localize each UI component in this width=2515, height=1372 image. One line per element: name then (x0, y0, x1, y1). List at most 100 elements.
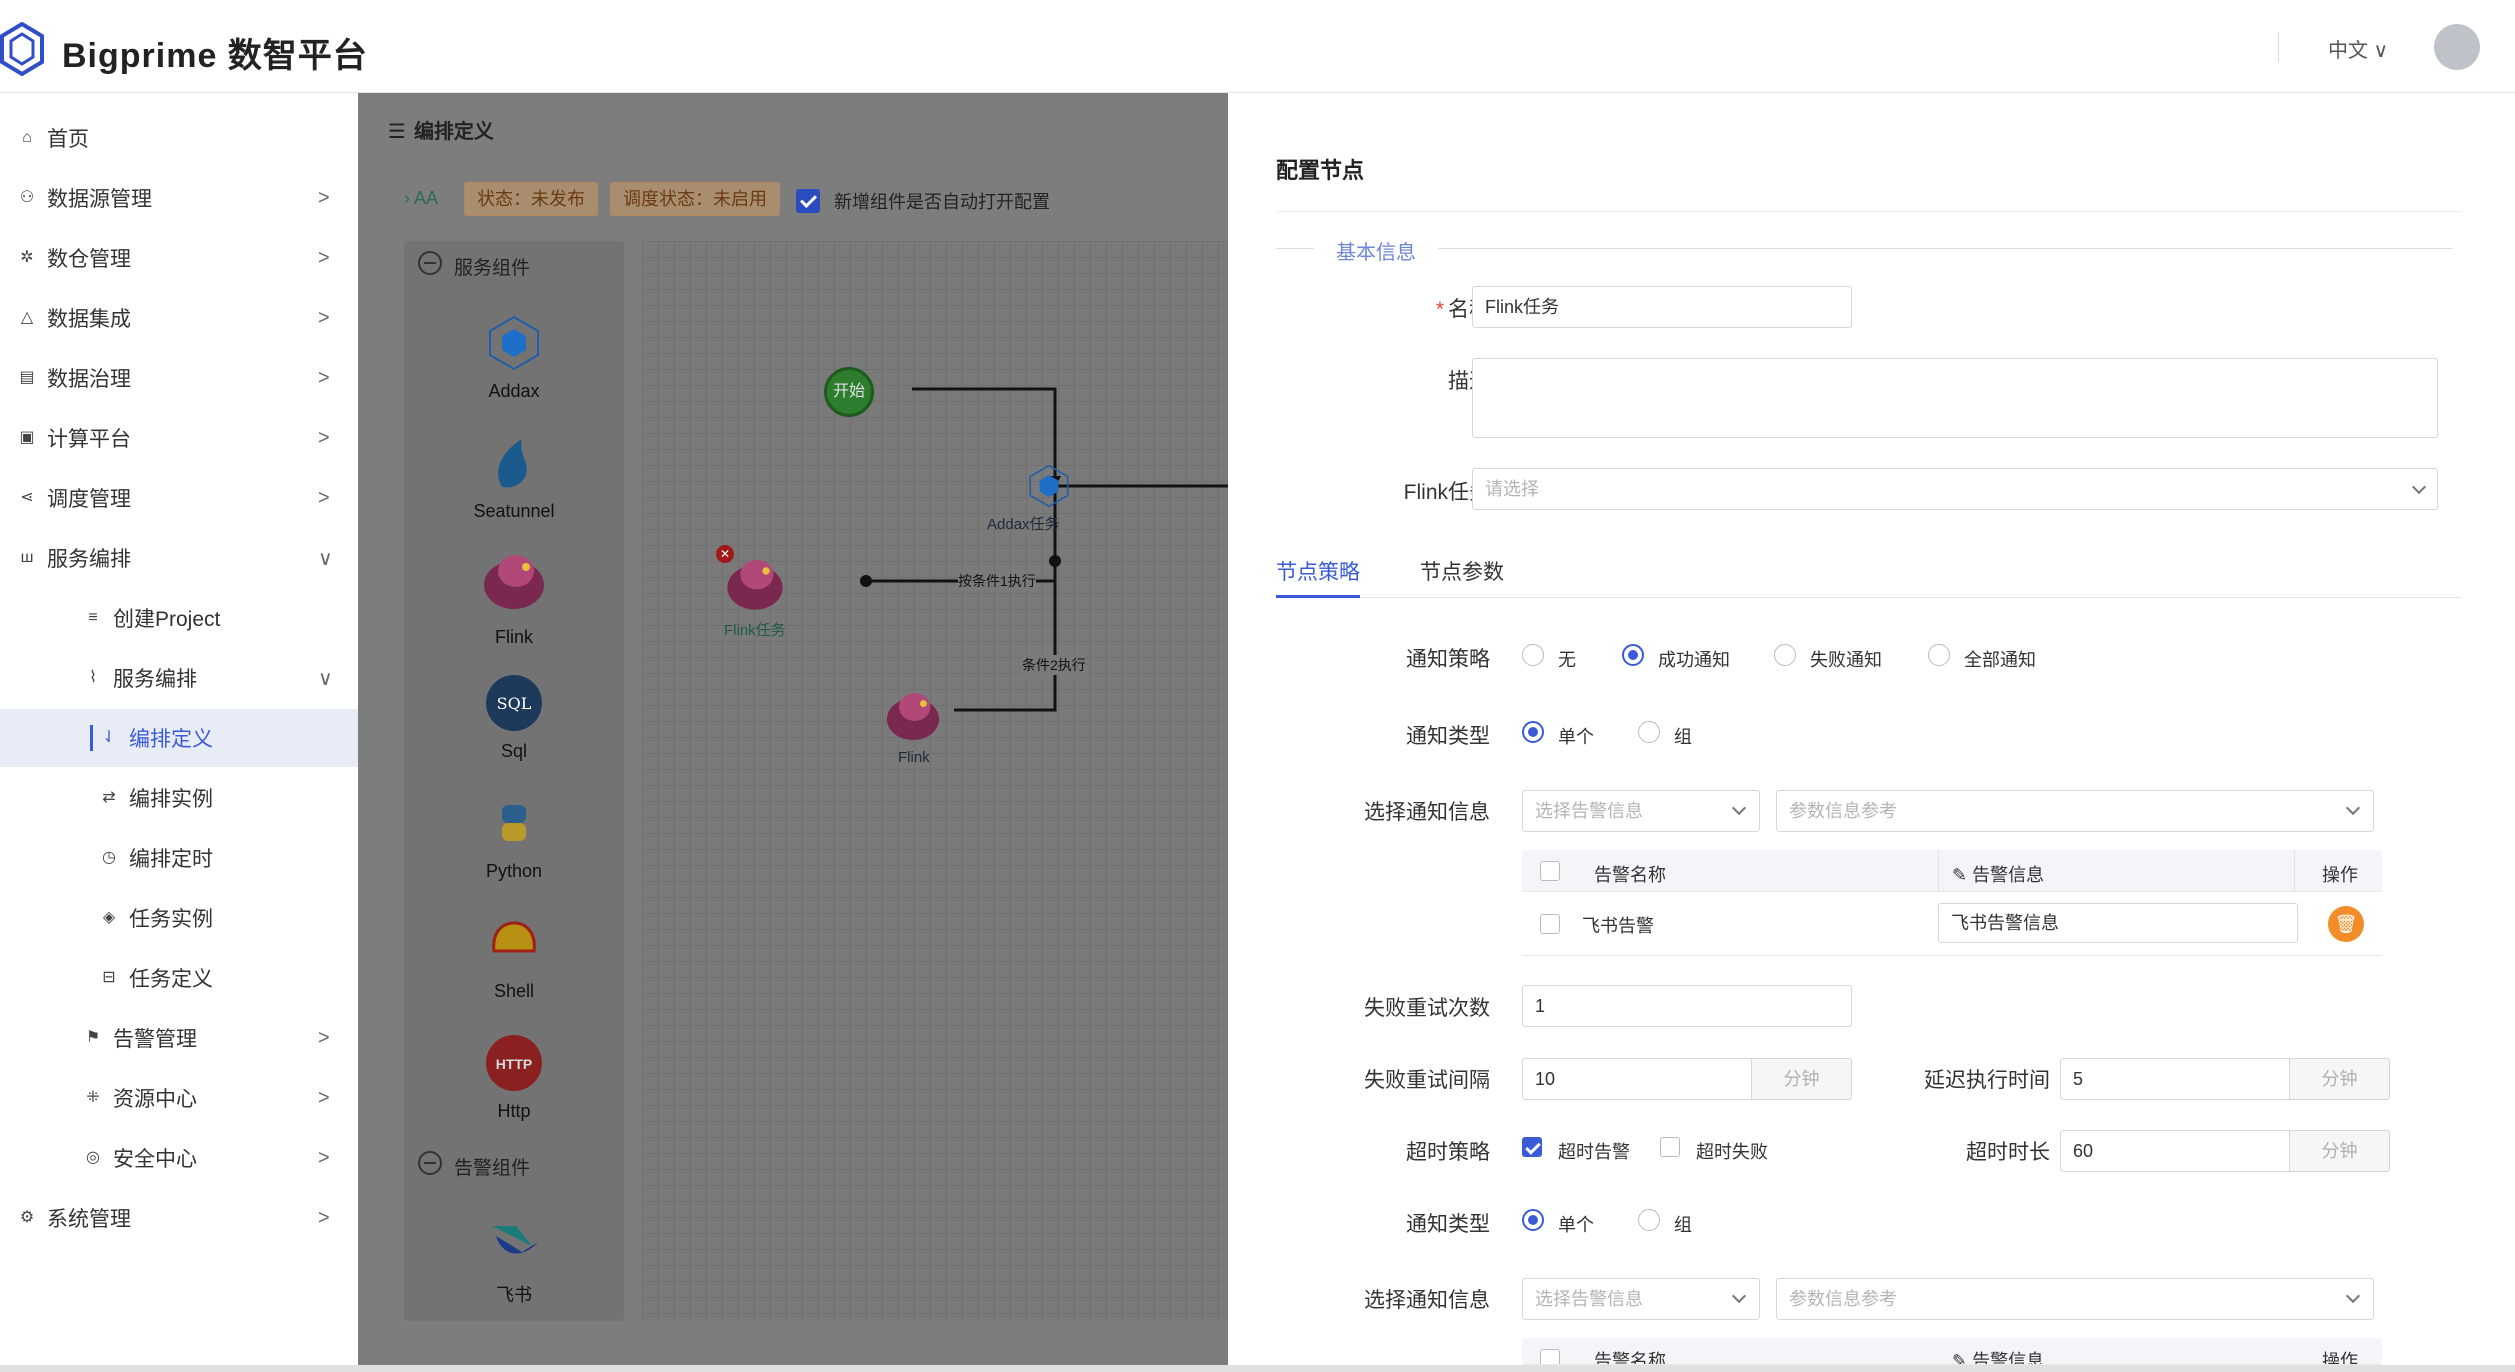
sidebar-subitem-security-center[interactable]: ◎ 安全中心 > (0, 1129, 358, 1187)
timeout-alert-checkbox[interactable] (1522, 1137, 1542, 1157)
retry-interval-input[interactable]: 10 (1522, 1058, 1752, 1100)
sidebar-subitem-create-project[interactable]: ≡ 创建Project (0, 589, 358, 647)
sidebar-subitem-orchestration-instance[interactable]: ⇄ 编排实例 (0, 769, 358, 827)
flink-node-icon[interactable] (880, 681, 946, 747)
line-chart-icon: ⌇ (89, 669, 97, 686)
tab-node-params[interactable]: 节点参数 (1420, 561, 1504, 584)
feishu-icon[interactable] (482, 1206, 546, 1270)
notify-policy-failure-radio[interactable] (1774, 644, 1796, 666)
section-basic-info: 基本信息 (1336, 242, 1416, 264)
active-indicator (90, 725, 93, 751)
sidebar-item-governance[interactable]: ▤ 数据治理 > (19, 366, 330, 392)
compute-icon: ▣ (19, 429, 35, 446)
notify-type-single-radio[interactable] (1522, 721, 1544, 743)
retry-count-input[interactable]: 1 (1522, 985, 1852, 1027)
app-title: Bigprime 数智平台 (62, 37, 368, 75)
sidebar-subitem-task-definition[interactable]: ⊟ 任务定义 (0, 949, 358, 1007)
description-textarea[interactable] (1472, 358, 2438, 438)
name-input[interactable]: Flink任务 (1472, 286, 1852, 328)
timeout-duration-input[interactable]: 60 (2060, 1130, 2290, 1172)
python-icon[interactable] (482, 791, 546, 855)
component-flink[interactable]: Flink (494, 627, 533, 647)
addax-icon[interactable] (482, 311, 546, 375)
notify-policy-none-radio[interactable] (1522, 644, 1544, 666)
trash-icon[interactable]: 🗑 (2328, 906, 2364, 942)
collapse-icon[interactable] (418, 251, 442, 275)
select-all-checkbox[interactable] (1540, 1349, 1560, 1364)
component-sql[interactable]: Sql (500, 741, 527, 761)
notify-policy-all-radio[interactable] (1928, 644, 1950, 666)
column-alert-info: ✎ 告警信息 (1952, 1347, 2044, 1364)
auto-open-config-label: 新增组件是否自动打开配置 (834, 192, 1050, 212)
component-http[interactable]: Http (497, 1101, 531, 1121)
alert-info-select-2[interactable]: 选择告警信息 (1522, 1278, 1760, 1320)
active-tab-indicator (1276, 595, 1360, 598)
notify-policy-none-label: 无 (1558, 650, 1576, 670)
sql-icon[interactable]: SQL (482, 671, 546, 735)
sidebar-subitem-orchestration-timer[interactable]: ◷ 编排定时 (0, 829, 358, 887)
sidebar-item-warehouse[interactable]: ✲ 数仓管理 > (0, 229, 358, 287)
sidebar-item-home[interactable]: ⌂ 首页 (0, 109, 358, 167)
tab-node-policy[interactable]: 节点策略 (1276, 561, 1360, 584)
seatunnel-icon[interactable] (482, 431, 546, 495)
chevron-right-icon: > (318, 1146, 330, 1169)
timeout-duration-label: 超时时长 (1966, 1141, 2050, 1164)
select-all-checkbox[interactable] (1540, 861, 1560, 881)
addax-node-icon[interactable] (1024, 461, 1074, 511)
component-palette: 服务组件 Addax Seatunnel Flink SQL Sql Pytho… (404, 241, 624, 1321)
sidebar-item-datasource[interactable]: ⚇ 数据源管理 > (19, 186, 330, 212)
component-feishu[interactable]: 飞书 (496, 1285, 532, 1305)
sidebar-item-schedule[interactable]: ⋖ 调度管理 > (0, 469, 358, 527)
column-divider (1938, 850, 1939, 892)
user-avatar[interactable] (2434, 24, 2480, 70)
notify-type-2-single-radio[interactable] (1522, 1209, 1544, 1231)
sidebar-subitem-orchestration-definition[interactable]: ⇃ 编排定义 (0, 709, 358, 767)
component-python[interactable]: Python (485, 861, 543, 881)
chevron-right-icon: > (318, 246, 330, 269)
flink-task-select[interactable]: 请选择 (1472, 468, 2438, 510)
sidebar-subitem-task-instance[interactable]: ◈ 任务实例 (0, 889, 358, 947)
flow-canvas[interactable]: 开始 Addax任务 按条件1执行 条件2执行 ✕ Flink任务 Flink (642, 241, 1228, 1321)
timeout-fail-checkbox[interactable] (1660, 1137, 1680, 1157)
chevron-down-icon: ∨ (318, 547, 333, 570)
notify-policy-all-label: 全部通知 (1964, 650, 2036, 670)
auto-open-config-checkbox[interactable] (796, 189, 820, 213)
notify-type-group-radio[interactable] (1638, 721, 1660, 743)
sidebar-subitem-resource-center[interactable]: ⁜ 资源中心 > (0, 1069, 358, 1127)
menu-icon: ☰ (388, 121, 406, 143)
notify-policy-success-radio[interactable] (1622, 644, 1644, 666)
delay-time-input[interactable]: 5 (2060, 1058, 2290, 1100)
tabs-divider (1276, 597, 2461, 598)
notify-type-2-label: 通知类型 (1406, 1213, 1490, 1236)
alert-info-select[interactable]: 选择告警信息 (1522, 790, 1760, 832)
sidebar-item-compute[interactable]: ▣ 计算平台 > (19, 426, 330, 452)
sidebar-item-integration[interactable]: △ 数据集成 > (0, 289, 358, 347)
sidebar-subitem-alert-management[interactable]: ⚑ 告警管理 > (85, 1026, 330, 1052)
start-node[interactable]: 开始 (824, 367, 874, 417)
component-addax[interactable]: Addax (488, 381, 540, 401)
alert-table-header: 告警名称 ✎ 告警信息 操作 (1522, 850, 2382, 892)
notify-type-2-group-radio[interactable] (1638, 1209, 1660, 1231)
alert-info-input[interactable]: 飞书告警信息 (1938, 903, 2298, 943)
column-alert-name: 告警名称 (1594, 1351, 1666, 1365)
shell-icon[interactable] (482, 911, 546, 975)
sidebar-subitem-orchestration[interactable]: ⌇ 服务编排 ∨ (0, 649, 358, 707)
project-breadcrumb[interactable]: › AA (404, 188, 439, 208)
param-reference-select-2[interactable]: 参数信息参考 (1776, 1278, 2374, 1320)
flink-task-node-icon[interactable] (720, 547, 790, 617)
component-seatunnel[interactable]: Seatunnel (473, 501, 555, 521)
sidebar-item-orchestration[interactable]: ш 服务编排 ∨ (0, 529, 358, 587)
param-reference-select[interactable]: 参数信息参考 (1776, 790, 2374, 832)
sidebar-item-system-management[interactable]: ⚙ 系统管理 > (19, 1206, 330, 1232)
language-switcher[interactable]: 中文 ∨ (2328, 40, 2389, 62)
list-icon: ≡ (88, 609, 98, 626)
delete-node-icon[interactable]: ✕ (716, 545, 734, 563)
component-shell[interactable]: Shell (493, 981, 535, 1001)
chevron-right-icon: > (318, 366, 330, 389)
main-workspace-overlay[interactable]: ☰编排定义 › AA 状态：未发布 调度状态：未启用 新增组件是否自动打开配置 … (358, 93, 1228, 1365)
http-icon[interactable]: HTTP (482, 1031, 546, 1095)
flink-icon[interactable] (476, 541, 552, 617)
collapse-icon[interactable] (418, 1151, 442, 1175)
row-checkbox[interactable] (1540, 914, 1560, 934)
chevron-right-icon: > (318, 1086, 330, 1109)
